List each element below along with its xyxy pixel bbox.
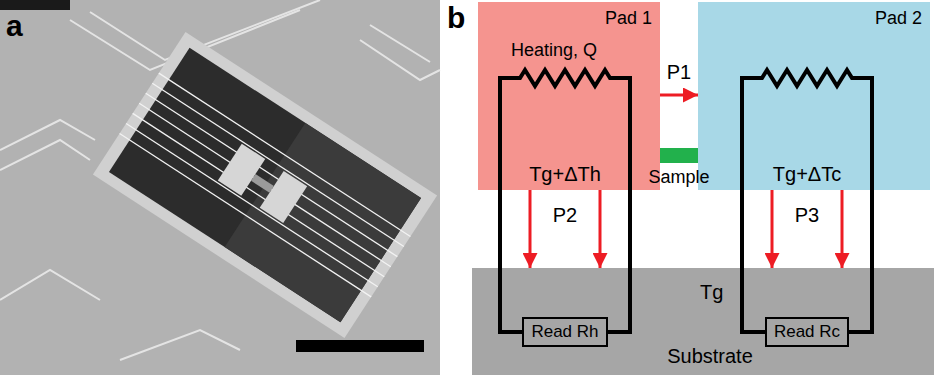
beam [120, 133, 372, 296]
sem-ground [0, 0, 440, 375]
heat-flow-arrow [529, 190, 532, 268]
beam [126, 123, 378, 286]
power-label: P1 [667, 60, 691, 84]
panel-letter: a [6, 8, 23, 44]
device-trench [109, 48, 421, 322]
heat-flow-arrow [660, 94, 698, 97]
sample-label: Sample [648, 167, 709, 189]
heater-wires [500, 70, 872, 332]
substrate-label: Substrate [667, 344, 753, 368]
trace [0, 270, 100, 300]
readout-label: Read Rh [531, 322, 598, 342]
resistor-loop [742, 70, 872, 332]
device-frame [93, 32, 437, 338]
device-beams [120, 73, 411, 297]
sem-traces [0, 0, 440, 360]
substrate-band-fill [472, 268, 934, 375]
pad-label: Pad 1 [605, 8, 652, 30]
heater-pad: Pad 1 Heating, Q Tg+ΔTh [478, 2, 660, 190]
temperature-label: Tg+ΔTc [773, 162, 841, 186]
beam [139, 103, 391, 266]
beam [133, 113, 385, 276]
heat-flow-arrow [841, 190, 844, 268]
panel-letter: b [447, 0, 465, 36]
temperature-label: Tg [700, 280, 723, 304]
power-label: P2 [553, 203, 577, 227]
sample-bar-fill [660, 148, 698, 163]
heater-pad-fill [478, 2, 660, 190]
heat-flow-arrow [599, 190, 602, 268]
sem-micrograph [0, 0, 440, 375]
sensor-pad-fill [698, 2, 930, 190]
sensor-pad: Pad 2 Tg+ΔTc [698, 2, 930, 190]
scale-bar [296, 340, 424, 352]
readout-box: Read Rh [522, 317, 607, 347]
node-fills [472, 2, 934, 375]
readout-label: Read Rc [774, 322, 840, 342]
suspended-device [93, 32, 437, 338]
heater-label: Heating, Q [511, 40, 597, 62]
heat-flow-arrow [771, 190, 774, 268]
temperature-label: Tg+ΔTh [529, 162, 601, 186]
power-label: P3 [795, 203, 819, 227]
sample-bar: Sample [660, 148, 698, 163]
resistor-loop [500, 70, 630, 332]
substrate-band: TgSubstrate Read Rh Read Rc [472, 268, 934, 375]
trace [0, 140, 90, 170]
readout-box: Read Rc [765, 317, 849, 347]
trace [120, 330, 240, 360]
sem-sample [251, 174, 274, 193]
sem-corner [0, 0, 70, 10]
trace [370, 25, 430, 62]
sem-pad [218, 144, 265, 196]
sem-pad [260, 171, 307, 223]
pad-label: Pad 2 [875, 8, 922, 30]
